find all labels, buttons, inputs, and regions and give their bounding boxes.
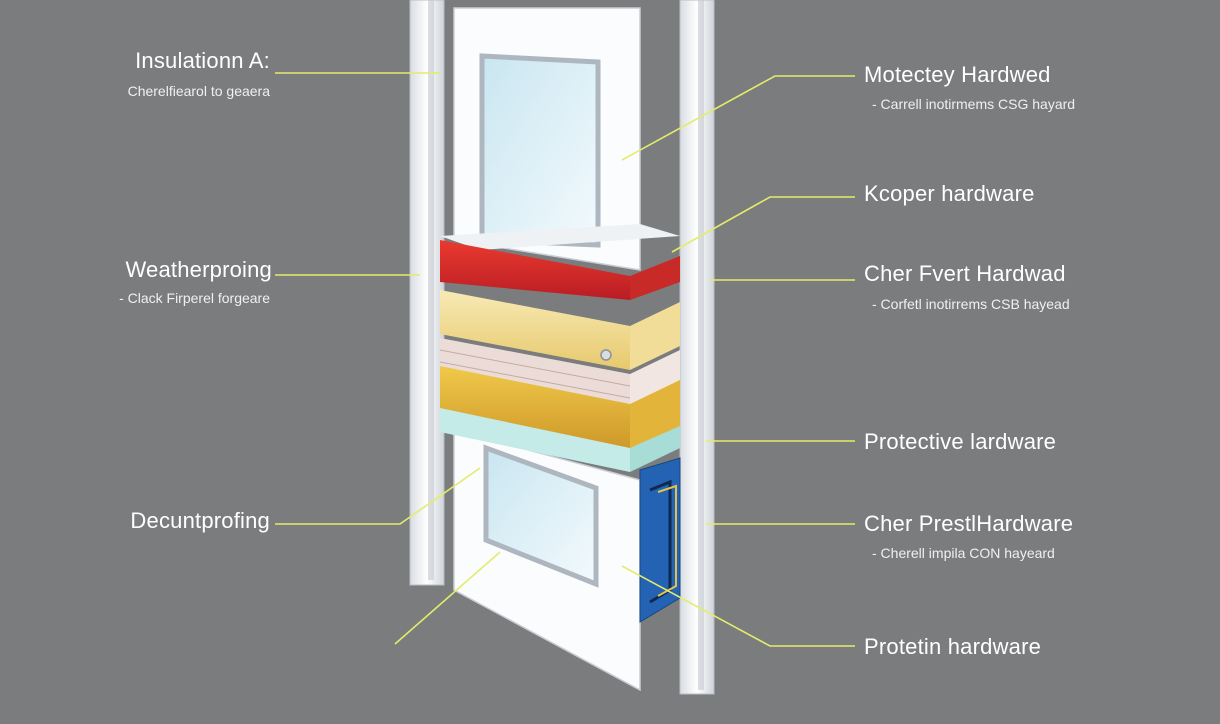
lower-glass-window	[483, 444, 599, 588]
layer-pink	[440, 338, 630, 412]
layer-red	[440, 240, 630, 300]
label-cher-prest-title: Cher PrestlHardware	[864, 511, 1074, 536]
layer-cream	[440, 290, 630, 370]
label-insulation-title: Insulationn A:	[135, 48, 270, 73]
label-protective-title: Protective lardware	[864, 429, 1057, 454]
label-motectey-subtitle: - Carrell inotirmems CSG hayard	[872, 96, 1076, 112]
frame-left-post	[409, 0, 445, 586]
leader-line-lower-left	[394, 551, 501, 645]
label-weatherproing-title: Weatherproing	[125, 257, 272, 282]
leader-line-kcoper	[671, 196, 855, 253]
leader-lines	[275, 72, 855, 647]
upper-glass-window	[479, 53, 601, 248]
door-frame	[409, 0, 715, 695]
layer-teal	[440, 408, 630, 472]
layer-top-white	[440, 224, 680, 250]
label-kcoper-title: Kcoper hardware	[864, 181, 1035, 206]
label-motectey-title: Motectey Hardwed	[864, 62, 1051, 87]
insulation-layers	[439, 224, 680, 472]
label-cher-fvert-title: Cher Fvert Hardwad	[864, 261, 1066, 286]
door-panel-upper	[453, 7, 641, 271]
leader-line-decuntprofing	[275, 467, 481, 525]
label-protetin-title: Protetin hardware	[864, 634, 1042, 659]
label-cher-fvert-subtitle: - Corfetl inotirrems CSB hayead	[872, 296, 1070, 312]
door-panel-lower	[453, 429, 681, 692]
label-decuntprofing-title: Decuntprofing	[130, 508, 270, 533]
label-cher-prest-subtitle: - Cherell impila CON hayeard	[872, 545, 1055, 561]
layer-yellow	[440, 366, 630, 460]
frame-right-post	[679, 0, 715, 695]
leader-line-protetin	[621, 565, 855, 647]
hardware-screw	[600, 349, 612, 361]
leader-line-motectey	[621, 75, 855, 161]
label-weatherproing-subtitle: - Clack Firperel forgeare	[119, 290, 270, 306]
label-insulation-subtitle: Cherelfiearol to geaera	[127, 83, 270, 99]
